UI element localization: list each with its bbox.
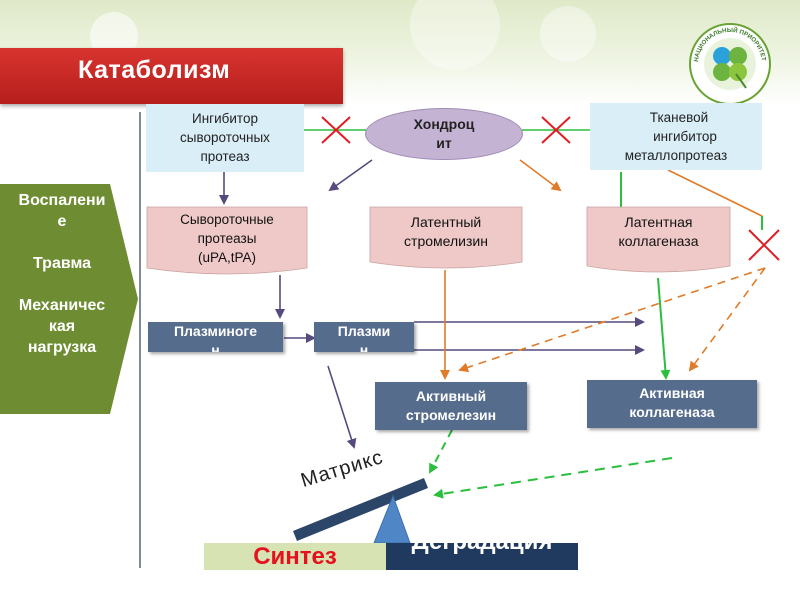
tissue-inhibitor-box: Тканевой ингибитор металлопротеаз [590,103,762,170]
degradation-label: Деградация [386,543,578,555]
factor-text: нагрузка [27,339,97,356]
node-line: ингибитор [653,129,717,144]
node-line: (uPA,tPA) [197,250,256,265]
node-line: стромелизин [404,233,488,249]
node-line: Латентный [410,214,482,230]
slide-title: Катаболизм [78,56,231,84]
node-line: протеазы [197,231,257,246]
factor-text: Травма [33,255,91,272]
node-line: н [359,342,369,352]
arrow-chondrocyte-left [328,159,373,192]
arrow-latent-to-active-collagenase [657,277,671,380]
arrow-to-matrix [327,365,357,449]
chondrocyte-ellipse: Хондроц ит [365,108,523,160]
node-line: сывороточных [180,130,270,145]
plasminogen-box: Плазминоге н [148,322,283,352]
cross-icon [321,116,351,144]
plasmin-box: Плазми н [314,322,414,352]
dashed-arrow-to-active-collagenase [688,267,766,372]
four-leaf-clover-icon [713,47,747,89]
factor-text: е [57,213,67,230]
decorative-circle [540,6,596,62]
node-line: Сывороточные [180,212,274,227]
node-line: стромелезин [405,407,497,423]
node-line: Активный [415,388,487,404]
node-line: металлопротеаз [624,148,728,163]
active-collagenase-box: Активная коллагеназа [587,380,757,428]
serum-proteases-box: Сывороточные протеазы (uPA,tPA) [147,210,307,267]
node-line: Активная [639,385,705,401]
tissue-inhibitor-orange-line [667,169,763,217]
decorative-circle [410,0,500,70]
inhibitor-serum-proteases-box: Ингибитор сывороточных протеаз [146,104,304,172]
title-bar [0,48,343,104]
dashed-arrow-to-active-stromelysin [458,267,766,373]
dashed-arrow-stromelysin-to-matrix [429,429,453,474]
divider-line [139,112,141,568]
active-stromelysin-box: Активный стромелезин [375,382,527,430]
dashed-arrow-collagenase-to-matrix [433,457,673,499]
cross-icon [748,229,780,261]
degradation-label-clip: Деградация [386,543,578,570]
node-line: н [211,342,220,352]
latent-collagenase-box: Латентная коллагеназа [587,213,730,251]
factors-list: Воспалени е Травма Механичес кая нагрузк… [0,190,124,358]
factors-arrow-shape [0,184,138,414]
node-line: Хондроц [413,116,475,132]
latent-stromelysin-box: Латентный стромелизин [370,213,522,251]
node-line: Тканевой [649,110,709,125]
node-line: Плазминоге [173,323,258,339]
factor-text: Механичес [18,297,106,314]
arrow-chondrocyte-right [519,159,562,192]
node-line: Латентная [624,214,693,230]
node-line: коллагеназа [629,404,715,420]
node-line: Плазми [337,323,391,339]
factor-text: кая [48,318,76,335]
factor-text: Воспалени [18,192,106,209]
synthesis-label: Синтез [253,543,337,570]
cross-icon [541,116,571,144]
node-line: Ингибитор [192,111,258,126]
synthesis-bar [204,543,386,570]
node-line: протеаз [200,149,250,164]
degradation-bar [386,543,578,570]
logo: НАЦИОНАЛЬНЫЙ ПРИОРИТЕТ – ЗДОРОВЬЕ! [688,22,771,105]
node-line: ит [436,135,452,151]
node-line: коллагеназа [618,233,699,249]
